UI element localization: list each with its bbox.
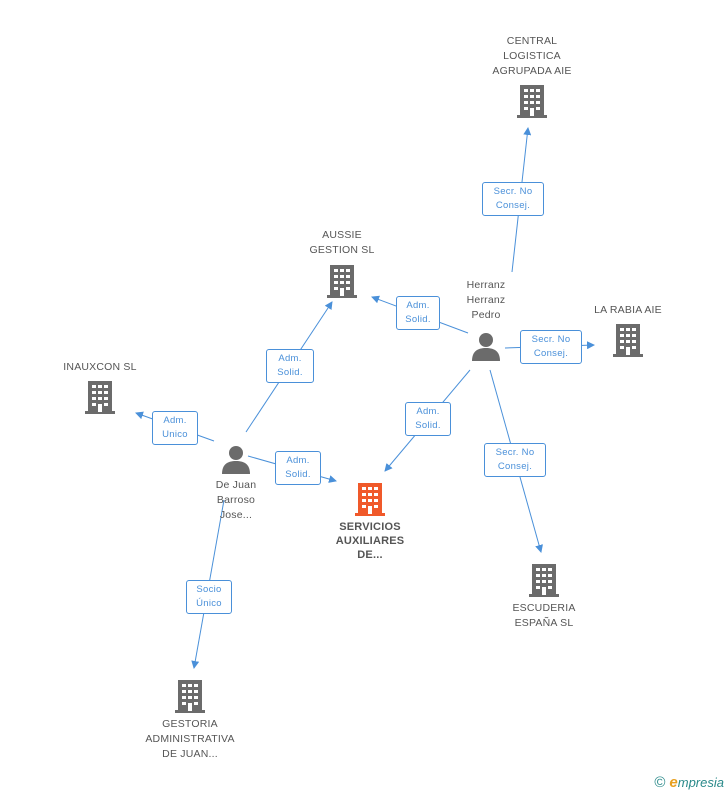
node-servicios-auxiliares[interactable]: SERVICIOS AUXILIARES DE... [318, 481, 422, 562]
node-gestoria-administrativa[interactable]: GESTORIA ADMINISTRATIVA DE JUAN... [132, 678, 248, 762]
node-label: AUSSIE GESTION SL [309, 229, 375, 256]
node-label: De Juan Barroso Jose... [215, 479, 257, 521]
node-inauxcon[interactable]: INAUXCON SL [52, 360, 148, 415]
node-herranz-pedro[interactable]: Herranz Herranz Pedro [446, 278, 526, 361]
relation-label[interactable]: Secr. No Consej. [482, 182, 544, 216]
node-escuderia-espana[interactable]: ESCUDERIA ESPAÑA SL [494, 562, 594, 631]
node-label: GESTORIA ADMINISTRATIVA DE JUAN... [145, 718, 235, 760]
node-de-juan[interactable]: De Juan Barroso Jose... [196, 444, 276, 523]
copyright-icon: © [654, 774, 666, 791]
building-icon [529, 564, 559, 597]
relation-label[interactable]: Secr. No Consej. [484, 443, 546, 477]
person-icon [222, 446, 250, 474]
node-label: ESCUDERIA ESPAÑA SL [512, 602, 576, 629]
person-icon [472, 333, 500, 361]
relation-label[interactable]: Adm. Solid. [275, 451, 321, 485]
brand-initial: e [669, 774, 678, 791]
node-aussie-gestion[interactable]: AUSSIE GESTION SL [290, 228, 394, 299]
building-icon [327, 265, 357, 298]
node-label: LA RABIA AIE [594, 304, 662, 316]
node-label: Herranz Herranz Pedro [466, 279, 506, 321]
building-icon [85, 381, 115, 414]
node-la-rabia[interactable]: LA RABIA AIE [580, 303, 676, 358]
relation-label[interactable]: Socio Único [186, 580, 232, 614]
relation-label[interactable]: Secr. No Consej. [520, 330, 582, 364]
node-label: CENTRAL LOGISTICA AGRUPADA AIE [492, 35, 572, 77]
building-icon [355, 483, 385, 516]
building-icon [175, 680, 205, 713]
brand-name: mpresia [677, 775, 724, 790]
relation-label[interactable]: Adm. Solid. [396, 296, 440, 330]
node-label: INAUXCON SL [63, 361, 137, 373]
node-central-logistica[interactable]: CENTRAL LOGISTICA AGRUPADA AIE [472, 34, 592, 119]
building-icon [613, 324, 643, 357]
building-icon [517, 85, 547, 118]
relation-label[interactable]: Adm. Unico [152, 411, 198, 445]
relation-label[interactable]: Adm. Solid. [266, 349, 314, 383]
relation-label[interactable]: Adm. Solid. [405, 402, 451, 436]
node-label: SERVICIOS AUXILIARES DE... [335, 521, 405, 561]
